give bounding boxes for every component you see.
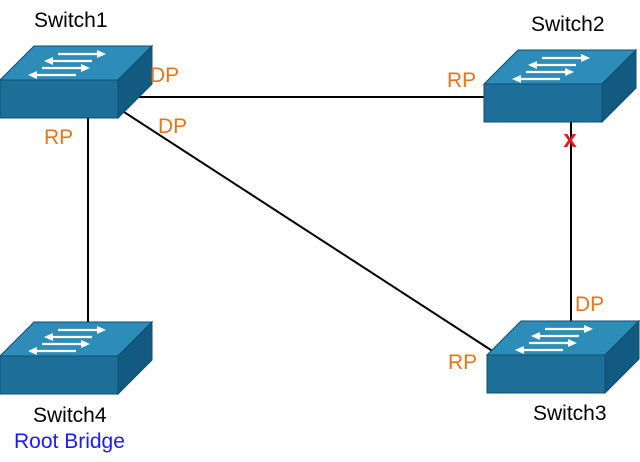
root-bridge-label: Root Bridge	[14, 430, 125, 453]
port-label-s3-dp: DP	[575, 293, 605, 316]
switch2-label: Switch2	[531, 13, 605, 36]
switch1-label: Switch1	[34, 9, 108, 32]
switch4-label: Switch4	[33, 404, 107, 427]
switch1-icon[interactable]	[0, 44, 154, 120]
switch2-icon[interactable]	[482, 48, 638, 124]
port-label-s1-dp-to-s2: DP	[150, 64, 180, 87]
port-label-s3-rp: RP	[448, 351, 478, 374]
switch3-label: Switch3	[533, 402, 607, 425]
blocked-port-marker: x	[563, 126, 577, 153]
port-label-s1-dp-to-s3: DP	[158, 115, 188, 138]
switch4-icon[interactable]	[0, 320, 154, 396]
port-label-s2-rp: RP	[447, 69, 477, 92]
port-label-s1-rp: RP	[44, 126, 74, 149]
link-s1-s3	[123, 111, 495, 353]
switch3-icon[interactable]	[485, 319, 640, 395]
